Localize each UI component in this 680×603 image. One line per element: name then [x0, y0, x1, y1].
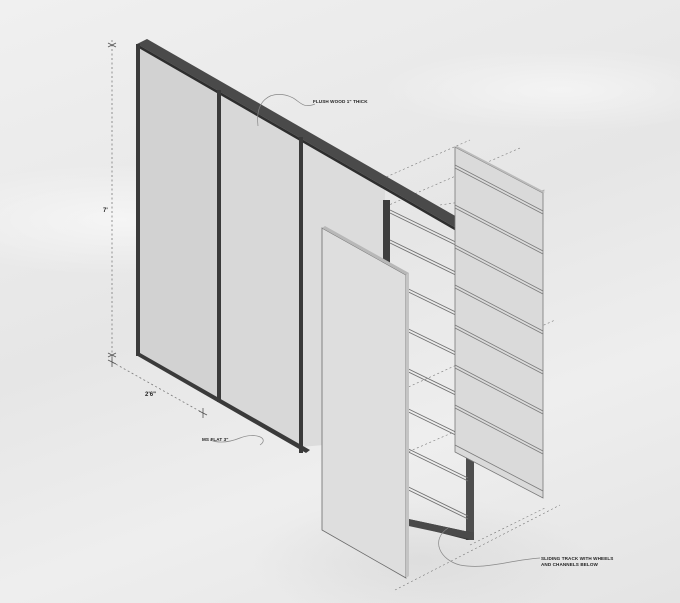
dimension-lines: [111, 40, 204, 414]
rear-panel: [454, 146, 545, 499]
dimension-width: 2'6": [145, 392, 156, 398]
annotation-ms-flat: MS FLAT 3": [202, 437, 229, 442]
dimension-ticks: [107, 42, 208, 418]
annotation-sliding-track-1: SLIDING TRACK WITH WHEELS: [541, 556, 614, 561]
annotation-flush-wood: FLUSH WOOD 1" THICK: [313, 99, 368, 104]
sliding-panel: [321, 226, 409, 579]
top-rail: [137, 39, 478, 236]
bottom-rail: [136, 353, 310, 453]
mullion-1: [217, 90, 221, 402]
dimension-height: 7': [103, 208, 108, 214]
leader-lines: [209, 94, 541, 567]
mullion-2: [299, 137, 303, 453]
annotation-sliding-track-2: AND CHANNELS BELOW: [541, 562, 598, 567]
left-post: [136, 44, 140, 356]
